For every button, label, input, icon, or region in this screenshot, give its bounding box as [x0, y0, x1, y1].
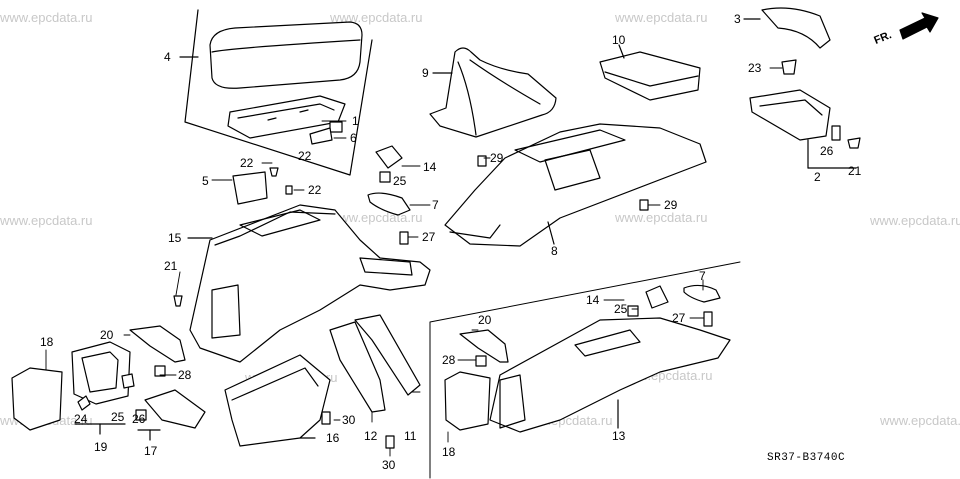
rear-cover-part	[761, 7, 831, 49]
console-cover-part	[599, 51, 701, 101]
part-label: 7	[699, 269, 706, 283]
center-console-part	[444, 123, 707, 247]
part-label: 28	[178, 368, 192, 382]
part-label: 19	[94, 440, 108, 454]
watermark-text: www.epcdata.ru	[615, 210, 708, 225]
part-label: 4	[164, 50, 171, 64]
console-assembly-part	[489, 317, 731, 433]
part-label: 10	[612, 33, 626, 47]
part-label: 14	[423, 160, 437, 174]
side-panel-part	[329, 314, 421, 413]
part-label: 17	[144, 444, 158, 458]
group-outline-4	[184, 9, 373, 176]
part-label: 22	[298, 149, 312, 163]
part-label: 18	[442, 445, 456, 459]
part-label: 30	[382, 458, 396, 472]
armrest-lid-part	[209, 21, 363, 139]
part-label: 8	[551, 244, 558, 258]
ashtray-bezel-part	[71, 341, 131, 405]
part-label: 25	[393, 174, 407, 188]
rear-console-part	[189, 204, 431, 363]
leader-lines	[45, 67, 783, 457]
part-label: 18	[40, 335, 54, 349]
part-label: 26	[132, 412, 146, 426]
watermark-text: www.epcdata.ru	[880, 413, 960, 428]
part-label: 11	[404, 429, 417, 443]
harness-bracket-part	[144, 389, 206, 429]
switch-part	[129, 325, 509, 363]
part-label: 5	[202, 174, 209, 188]
part-label: 16	[326, 431, 340, 445]
alternate-variant-outline	[429, 261, 741, 479]
part-label: 21	[848, 164, 862, 178]
ashtray-part	[11, 367, 491, 431]
part-label: 23	[748, 61, 762, 75]
part-label: 26	[820, 144, 834, 158]
part-label: 13	[612, 429, 626, 443]
watermark-text: www.epcdata.ru	[870, 213, 960, 228]
part-label: 7	[432, 198, 439, 212]
part-label: 2	[814, 170, 821, 184]
shift-boot-part	[429, 47, 557, 138]
mounting-bracket-part	[749, 89, 831, 141]
part-label: 27	[672, 311, 686, 325]
watermark-text: www.epcdata.ru	[0, 213, 93, 228]
part-label: 22	[308, 183, 322, 197]
part-label: 24	[74, 412, 88, 426]
diagram-code: SR37-B3740C	[767, 452, 846, 464]
watermark-text: www.epcdata.ru	[330, 10, 423, 25]
watermark-text: www.epcdata.ru	[0, 10, 93, 25]
part-label: 27	[422, 230, 436, 244]
part-label: 20	[478, 313, 492, 327]
part-label: 29	[490, 151, 504, 165]
part-label: 20	[100, 328, 114, 342]
part-label: 22	[240, 156, 254, 170]
part-label: 15	[168, 231, 182, 245]
front-direction-arrow	[899, 12, 939, 40]
part-label: 29	[664, 198, 678, 212]
part-label: 9	[422, 66, 429, 80]
fastener-parts	[77, 59, 861, 449]
part-label: 30	[342, 413, 356, 427]
part-label: 3	[734, 12, 741, 26]
part-label: 25	[614, 302, 628, 316]
part-label: 12	[364, 429, 378, 443]
part-label: 1	[352, 114, 359, 128]
part-label: 28	[442, 353, 456, 367]
watermark-text: www.epcdata.ru	[615, 10, 708, 25]
part-label: 21	[164, 259, 178, 273]
part-label: 14	[586, 293, 600, 307]
part-label: 6	[350, 131, 357, 145]
storage-bin-part	[224, 354, 331, 447]
part-label: 25	[111, 410, 125, 424]
